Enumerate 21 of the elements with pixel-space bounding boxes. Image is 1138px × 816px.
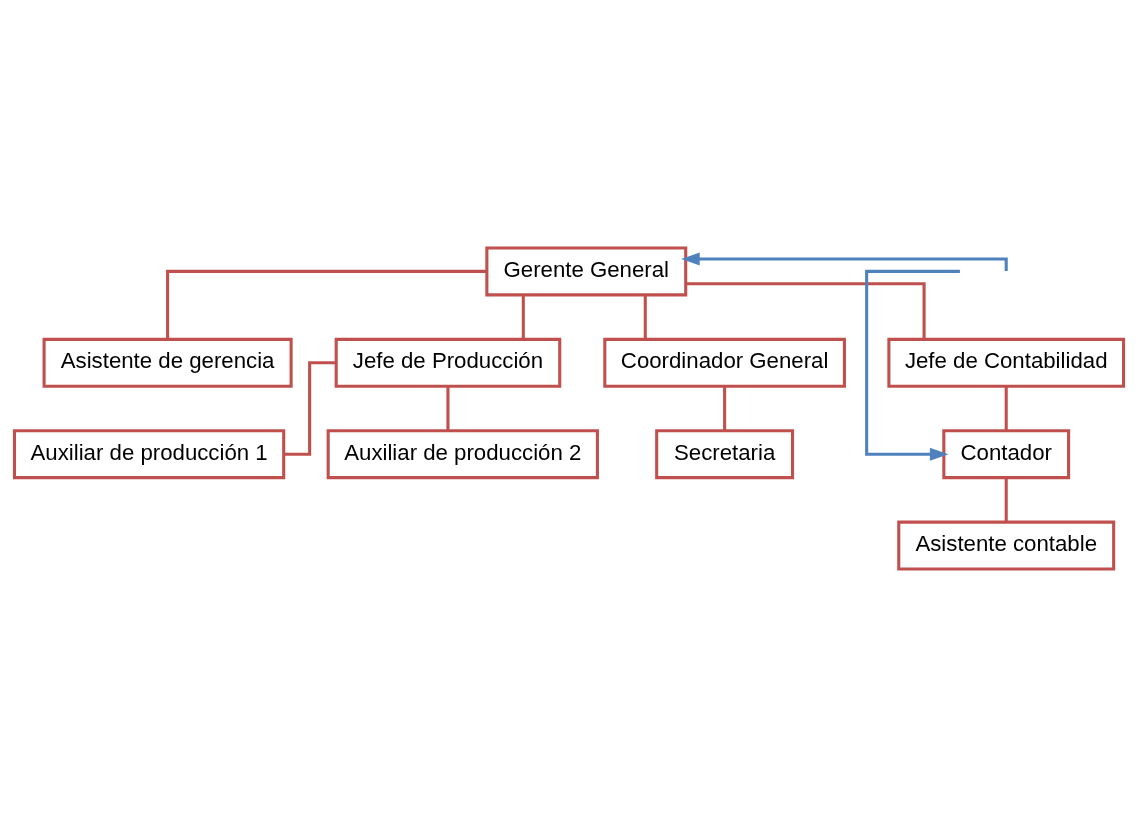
arrow [865,269,960,461]
node-box: Coordinador General [603,337,846,388]
node-box: Jefe de Contabilidad [887,337,1126,388]
connector [685,281,926,339]
connector [723,385,727,430]
node-box: Asistente contable [897,520,1116,571]
arrow [681,252,1008,271]
node-box: Contador [942,428,1071,479]
connector [1004,385,1008,430]
connector [643,294,647,339]
node-box: Auxiliar de producción 2 [326,428,599,479]
connector [1004,477,1008,522]
connector [283,360,336,456]
node-box: Asistente de gerencia [42,337,293,388]
connector [166,269,487,339]
connector [446,385,450,430]
node-box: Auxiliar de producción 1 [12,428,286,479]
node-box: Gerente General [485,245,688,296]
node-box: Secretaria [655,428,795,479]
connector [521,294,525,339]
node-box: Jefe de Producción [334,337,562,388]
